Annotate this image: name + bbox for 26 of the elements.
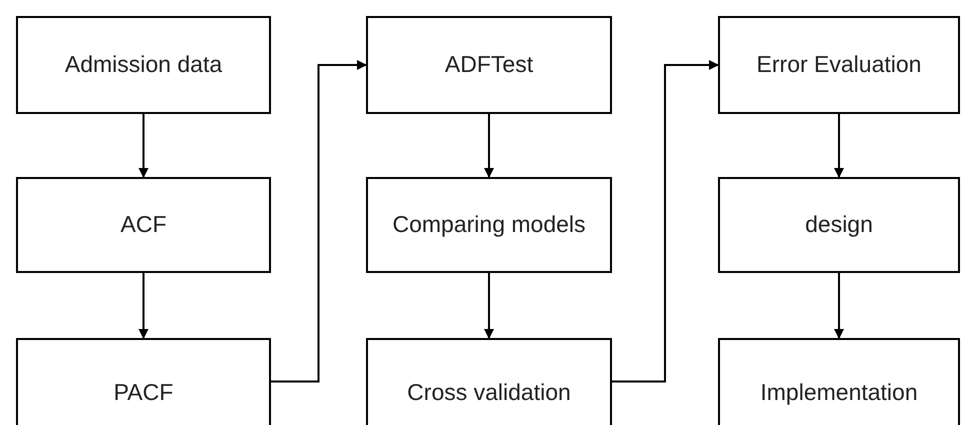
- box-label: ACF: [120, 210, 166, 240]
- box-label: ADFTest: [444, 50, 534, 80]
- box-label: Admission data: [64, 50, 222, 80]
- process-box: [366, 177, 612, 273]
- box-label: Cross validation: [407, 378, 571, 408]
- arrow: [138, 114, 148, 178]
- box-label: Implementation: [760, 378, 918, 408]
- arrow: [484, 273, 494, 339]
- process-box: [366, 338, 612, 425]
- process-box: [718, 177, 960, 273]
- arrow: [834, 273, 844, 339]
- arrow: [612, 60, 719, 382]
- process-box: [718, 338, 960, 425]
- process-box: [366, 16, 612, 114]
- process-box: [718, 16, 960, 114]
- arrow: [138, 273, 148, 339]
- process-box: [16, 16, 271, 114]
- box-label: Error Evaluation: [756, 50, 922, 80]
- process-box: [16, 177, 271, 273]
- arrow: [271, 60, 367, 382]
- process-box: [16, 338, 271, 425]
- box-label: Comparing models: [392, 210, 586, 240]
- box-label: design: [805, 210, 873, 240]
- arrow: [834, 114, 844, 178]
- box-label: PACF: [114, 378, 174, 408]
- arrow: [484, 114, 494, 178]
